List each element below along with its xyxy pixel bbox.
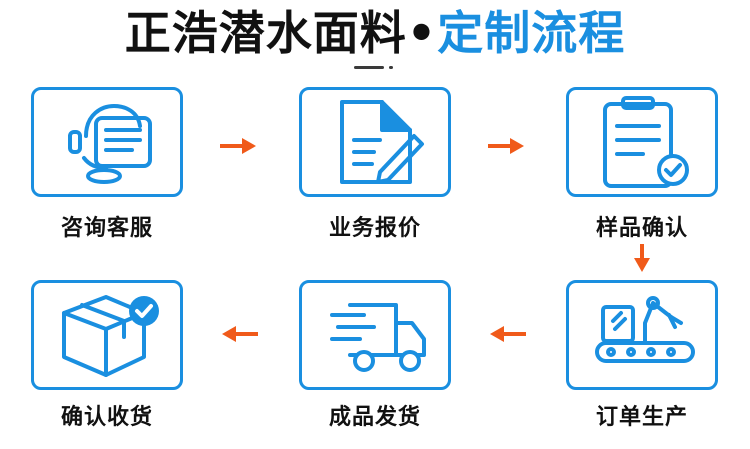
step-card-production: [566, 280, 718, 390]
page-title: 正浩潜水面料•定制流程: [0, 6, 750, 60]
arrow-down-icon: [634, 244, 650, 272]
customer-service-icon: [68, 104, 152, 184]
step-card-receive: [31, 280, 183, 390]
step-label-consult: 咨询客服: [60, 216, 153, 241]
title-underline-dot: [389, 66, 393, 69]
step-label-shipping: 成品发货: [328, 405, 421, 430]
arrow-left-icon: [222, 326, 258, 342]
clipboard-check-icon: [603, 96, 689, 188]
title-underline: [354, 66, 384, 69]
package-check-icon: [62, 295, 159, 377]
arrow-right-icon: [220, 138, 256, 154]
step-label-sample: 样品确认: [595, 216, 688, 241]
step-card-sample: [566, 87, 718, 197]
arrow-right-icon: [488, 138, 524, 154]
title-main: 正浩潜水面料: [124, 6, 407, 60]
step-label-production: 订单生产: [595, 405, 688, 430]
quote-document-pen-icon: [340, 100, 424, 184]
step-card-shipping: [299, 280, 451, 390]
arrow-left-icon: [490, 326, 526, 342]
delivery-truck-icon: [330, 303, 426, 372]
step-label-quote: 业务报价: [328, 216, 421, 241]
step-card-consult: [31, 87, 183, 197]
title-accent: 定制流程: [437, 6, 626, 60]
step-card-quote: [299, 87, 451, 197]
robot-arm-factory-icon: [595, 296, 695, 363]
step-label-receive: 确认收货: [60, 405, 153, 430]
title-separator: •: [406, 6, 438, 60]
